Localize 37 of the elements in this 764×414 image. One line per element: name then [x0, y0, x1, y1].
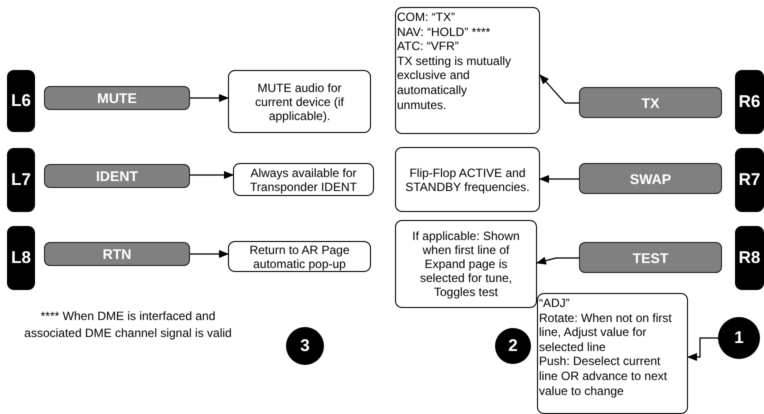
note-text: TX setting is mutually exclusive and automatically unmutes. [397, 54, 512, 112]
arrow [687, 337, 718, 361]
key-tab: R7 [735, 148, 764, 212]
note-text: ATC: “VFR” [397, 39, 460, 54]
arrow [539, 74, 579, 104]
description-box: Always available for Transponder IDENT [233, 163, 374, 196]
note-text: NAV: “HOLD” **** [397, 24, 492, 40]
arrow [190, 171, 234, 179]
description-box [537, 293, 688, 414]
note-text: Push: Deselect current line OR advance to next value to change [539, 354, 668, 398]
key-tab: L8 [7, 226, 35, 290]
softkey-button: IDENT [44, 164, 190, 188]
arrow [536, 256, 579, 265]
description-box: Flip-Flop ACTIVE and STANDBY frequencies. [395, 147, 540, 212]
description-box [395, 7, 540, 134]
note-text: COM: “TX” [397, 10, 456, 25]
key-tab: R8 [735, 226, 764, 290]
softkey-button: RTN [44, 242, 190, 266]
softkey-button: MUTE [44, 86, 190, 110]
footnote-text: **** When DME is interfaced and associated DME channel signal is valid [23, 308, 233, 342]
callout-number: 1 [718, 317, 760, 359]
description-box: If applicable: Shown when first line of Expand page is selected for tune, Toggles test [395, 220, 537, 308]
key-tab: L6 [7, 70, 35, 132]
note-text: “ADJ” [539, 296, 571, 311]
arrow [190, 250, 229, 258]
callout-number: 2 [495, 328, 531, 364]
softkey-button: SWAP [579, 163, 722, 194]
description-box: Return to AR Page automatic pop-up [228, 241, 371, 272]
softkey-button: TX [579, 87, 722, 118]
arrow [539, 175, 579, 183]
description-box: MUTE audio for current device (if applicable). [228, 70, 371, 133]
note-text: Rotate: When not on first line, Adjust value for selected line [539, 310, 673, 354]
arrow [190, 94, 229, 102]
key-tab: L7 [7, 148, 35, 212]
softkey-button: TEST [579, 242, 722, 273]
key-tab: R6 [735, 70, 764, 134]
callout-number: 3 [286, 327, 324, 365]
